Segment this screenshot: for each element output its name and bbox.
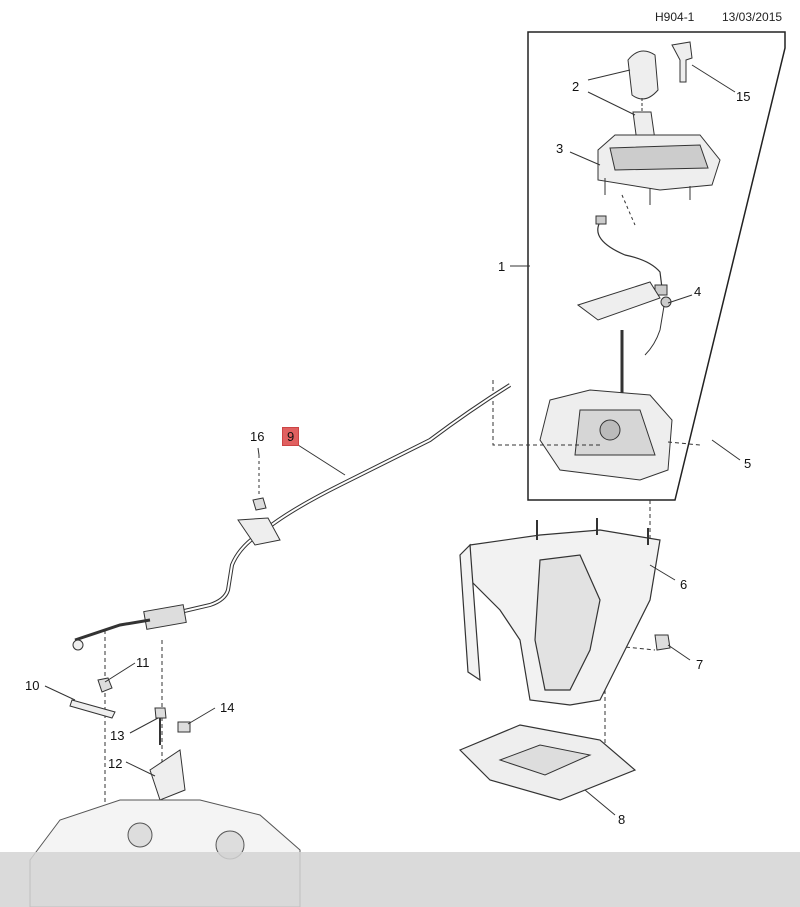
callout-3[interactable]: 3 [556,141,564,156]
clip-part [671,41,693,83]
nut-part [97,677,113,693]
lever-part [69,699,116,719]
nut-part-16 [252,497,267,511]
callout-13[interactable]: 13 [110,728,125,743]
indicator-wire [597,221,663,289]
callout-12[interactable]: 12 [108,756,123,771]
callout-10[interactable]: 10 [25,678,40,693]
sensor-part [644,299,666,356]
callout-8[interactable]: 8 [618,812,626,827]
callout-16[interactable]: 16 [250,429,265,444]
callout-1[interactable]: 1 [498,259,506,274]
diagram-date: 13/03/2015 [722,10,783,24]
bolt-part [154,707,167,719]
callout-5[interactable]: 5 [744,456,752,471]
cable-bracket [237,517,281,546]
callout-2[interactable]: 2 [572,79,580,94]
shift-knob [627,50,659,143]
diagram-code: H904-1 [655,10,695,24]
assembly-frame [527,31,786,501]
shifter-base [539,389,673,481]
callout-6[interactable]: 6 [680,577,688,592]
screw-part [177,721,191,733]
console-bracket [459,529,661,706]
callout-11[interactable]: 11 [136,655,150,670]
callout-4[interactable]: 4 [694,284,702,299]
shifter-bezel [597,134,721,205]
callout-7[interactable]: 7 [696,657,704,672]
bottom-overlay-bar [0,852,800,907]
callout-15[interactable]: 15 [736,89,751,104]
cover-plate [576,281,661,321]
callout-9[interactable]: 9 [282,427,300,446]
bracket-plate [149,749,186,801]
callout-14[interactable]: 14 [220,700,235,715]
